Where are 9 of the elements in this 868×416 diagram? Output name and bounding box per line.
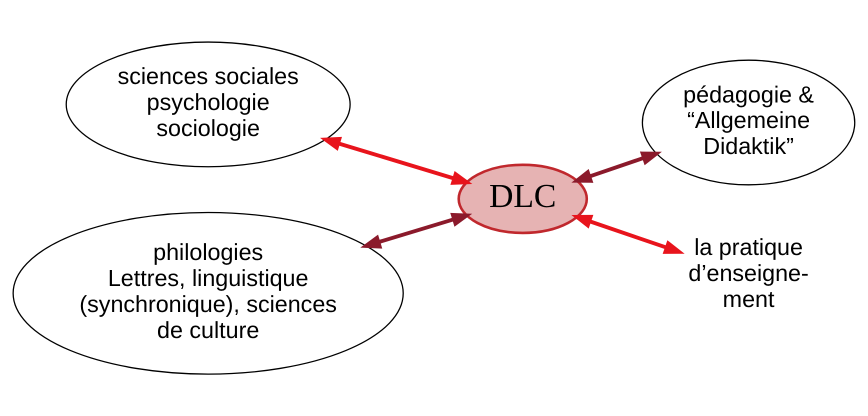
arrow <box>571 152 662 183</box>
arrow <box>571 214 685 254</box>
node-ellipse: DLC <box>457 163 588 234</box>
node-ellipse: philologies Lettres, linguistique (synchronique), sciences de culture <box>12 212 404 375</box>
node-text: la pratique d’enseigne- ment <box>688 234 809 312</box>
arrow <box>320 136 472 185</box>
arrow <box>360 212 472 249</box>
node-ellipse: pédagogie & “Allgemeine Didaktik” <box>642 60 856 186</box>
node-ellipse: sciences sociales psychologie sociologie <box>66 41 351 168</box>
